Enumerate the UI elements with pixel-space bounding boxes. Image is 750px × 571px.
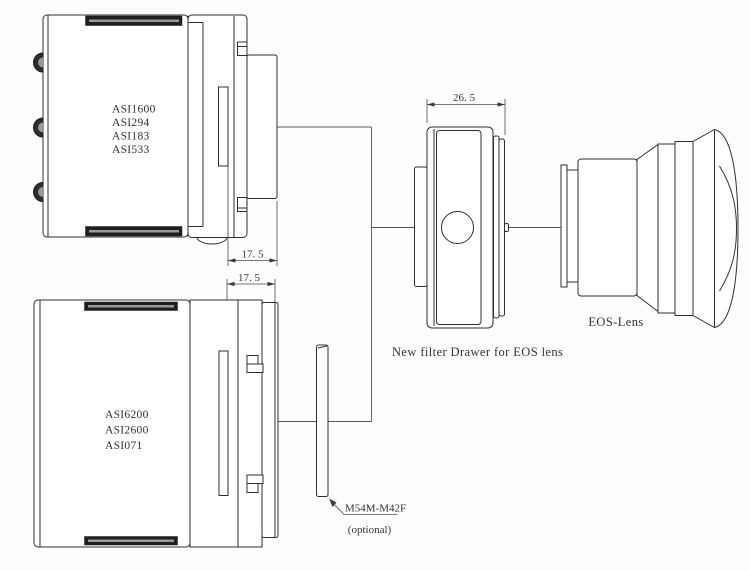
dimension-top-camera: 17. 5 [227,166,278,266]
camera-asi1600-group: ASI1600 ASI294 ASI183 ASI533 [33,14,278,245]
model-label: ASI1600 [112,104,156,116]
adapter-name-label: M54M-M42F [345,503,406,515]
camera-asi6200-group: ASI6200 ASI2600 ASI071 [33,299,279,548]
dimension-arrow-right [497,102,505,107]
bayonet-clip-top-b [246,363,264,373]
dimension-text: 26. 5 [453,92,476,104]
dimension-arrow-right [267,281,275,287]
model-label: ASI6200 [105,409,149,421]
dimension-arrow-left [427,102,435,107]
lens-mount-step [566,169,579,283]
lens-caption: EOS-Lens [588,315,643,329]
bayonet-clip-top-a [246,355,259,365]
drawer-caption: New filter Drawer for EOS lens [392,345,563,359]
lens-rear-barrel [577,158,638,297]
bayonet-clip-top [237,41,248,56]
flange-plate [246,54,278,199]
adapter-note-label: (optional) [348,524,392,536]
drawer-thumbscrew [441,211,474,244]
filter-drawer [414,126,509,329]
side-knob-3-cap [38,187,43,197]
model-label: ASI294 [112,117,150,129]
connection-lines [277,126,561,422]
front-slot [218,86,229,167]
side-knob-1-cap [38,57,43,68]
model-label: ASI183 [112,131,150,143]
model-label: ASI071 [105,440,143,452]
dimension-drawer: 26. 5 [426,92,506,135]
drawer-eos-ring-1 [493,135,500,319]
eos-lens [560,128,739,329]
drawer-release-pin [504,223,509,232]
dimension-arrow-left [227,281,235,287]
dimension-arrow-left [228,258,236,263]
lens-ring-1 [657,143,676,314]
lens-cone [636,143,659,313]
lens-mount-plate [560,164,568,288]
dimension-arrow-right [269,258,277,263]
front-slot [218,350,229,496]
bayonet-clip-bottom [237,197,248,212]
dimension-bottom-camera: 17. 5 [226,272,276,302]
dimension-text: 17. 5 [242,249,265,261]
adapter-plate-chamfer [317,345,328,349]
model-label: ASI533 [112,144,150,156]
captions: New filter Drawer for EOS lens EOS-Lens [392,315,643,359]
camera-body [33,299,191,548]
bayonet-clip-bottom-a [246,474,264,484]
lens-front-bell [692,128,739,329]
bayonet-clip-bottom-b [246,483,259,493]
drawer-eos-ring-2 [498,138,505,317]
lens-ring-2 [674,141,694,316]
tilt-ring [261,302,279,538]
side-knob-2-cap [38,122,43,133]
lens-glass-curve [719,165,738,292]
leader-line [329,499,345,515]
dimension-text: 17. 5 [238,272,261,284]
drawer-m54-plate [414,166,428,287]
m54m-m42f-adapter: M54M-M42F (optional) [316,344,406,536]
adapter-plate [316,344,329,497]
model-label: ASI2600 [105,425,149,437]
